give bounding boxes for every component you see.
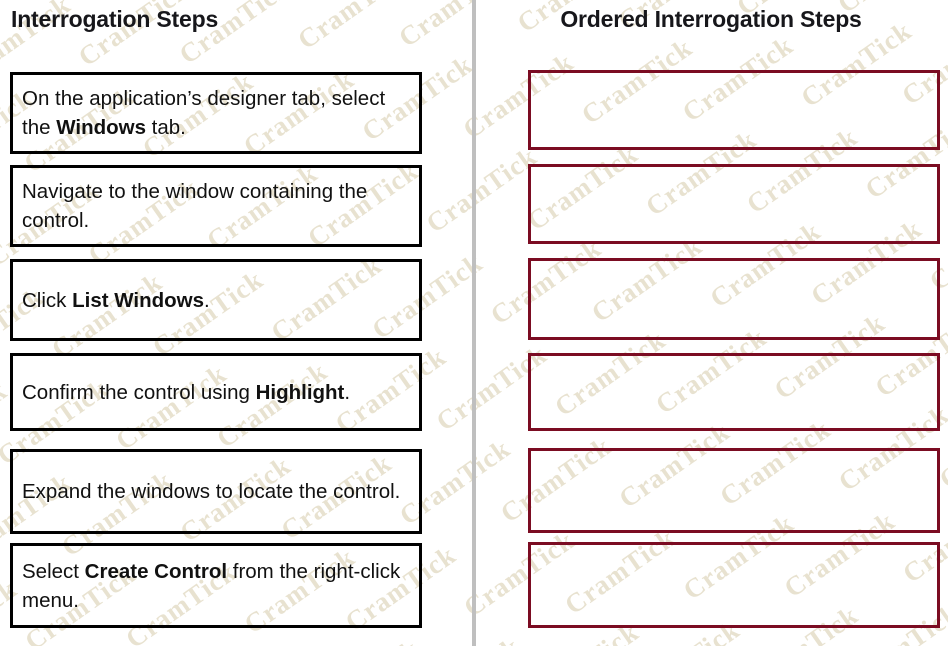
source-column-title: Interrogation Steps: [11, 6, 219, 32]
step-label: On the application’s designer tab, selec…: [22, 87, 386, 139]
ordered-slot-value: [531, 167, 937, 241]
ordered-slot-3[interactable]: [528, 258, 940, 340]
step-label: Confirm the control using Highlight.: [22, 380, 351, 404]
target-column-title: Ordered Interrogation Steps: [560, 6, 862, 32]
source-step-3[interactable]: Click List Windows.: [10, 259, 422, 341]
step-label: Navigate to the window containing the co…: [22, 180, 368, 232]
source-step-2[interactable]: Navigate to the window containing the co…: [10, 165, 422, 247]
ordered-slot-value: [531, 261, 937, 337]
source-step-6[interactable]: Select Create Control from the right-cli…: [10, 543, 422, 628]
ordered-slot-5[interactable]: [528, 448, 940, 533]
step-label: Expand the windows to locate the control…: [22, 480, 401, 503]
ordered-slot-value: [531, 356, 937, 428]
ordered-slot-value: [531, 73, 937, 147]
source-step-1[interactable]: On the application’s designer tab, selec…: [10, 72, 422, 154]
step-label: Click List Windows.: [22, 288, 210, 312]
source-step-4[interactable]: Confirm the control using Highlight.: [10, 353, 422, 431]
ordered-slot-value: [531, 545, 937, 625]
source-step-5[interactable]: Expand the windows to locate the control…: [10, 449, 422, 534]
ordered-slot-value: [531, 451, 937, 530]
step-label: Select Create Control from the right-cli…: [22, 559, 401, 612]
ordered-slot-6[interactable]: [528, 542, 940, 628]
ordered-slot-1[interactable]: [528, 70, 940, 150]
ordered-slot-4[interactable]: [528, 353, 940, 431]
column-divider: [472, 0, 476, 646]
ordered-slot-2[interactable]: [528, 164, 940, 244]
